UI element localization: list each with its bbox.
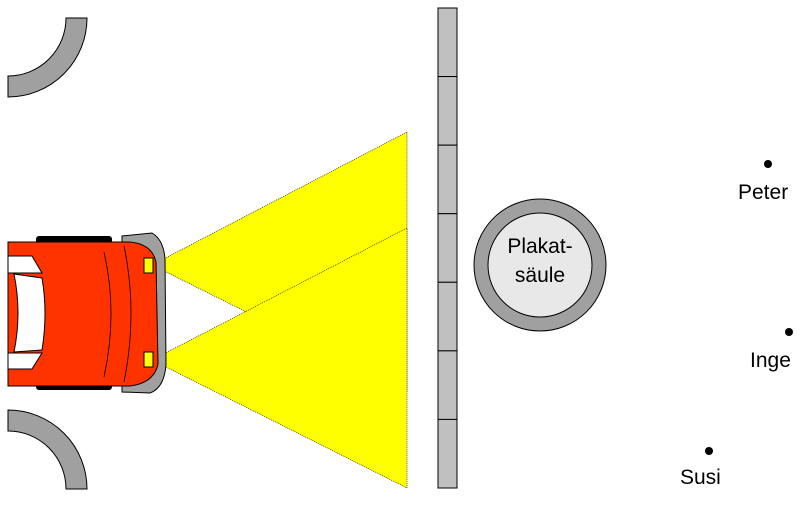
wall-segment — [437, 281, 458, 352]
advertising-column: Plakat- säule — [473, 198, 607, 332]
advertising-column-top — [487, 212, 593, 318]
light-beam-lower — [151, 227, 408, 489]
curb-corner-bottom — [7, 409, 88, 490]
wall-segment — [437, 7, 458, 78]
car-hood-line-2 — [123, 245, 132, 383]
car-window-bottom — [7, 352, 43, 370]
car-window-top — [7, 255, 43, 274]
person-susi-dot — [705, 447, 713, 455]
advertising-column-label-line1: Plakat- — [507, 235, 572, 258]
headlight-lower — [143, 351, 154, 368]
person-peter-label: Peter — [738, 181, 788, 204]
wall-segment — [437, 418, 458, 489]
wall — [437, 7, 458, 489]
headlight-upper — [143, 257, 154, 274]
wall-segment — [437, 350, 458, 420]
curb-corner-top — [7, 17, 88, 98]
person-inge-label: Inge — [750, 349, 791, 372]
wall-segment — [437, 76, 458, 146]
person-inge: Inge — [750, 328, 793, 372]
wall-segment — [437, 213, 458, 283]
advertising-column-label-line2: säule — [515, 264, 565, 287]
person-susi: Susi — [680, 447, 721, 489]
wall-segment — [437, 144, 458, 215]
car — [7, 232, 167, 394]
car-hood-line-1 — [103, 251, 112, 378]
person-susi-label: Susi — [680, 466, 721, 489]
person-peter: Peter — [738, 160, 788, 204]
person-peter-dot — [764, 160, 772, 168]
person-inge-dot — [785, 328, 793, 336]
car-windshield — [13, 273, 46, 353]
car-body — [7, 241, 159, 387]
